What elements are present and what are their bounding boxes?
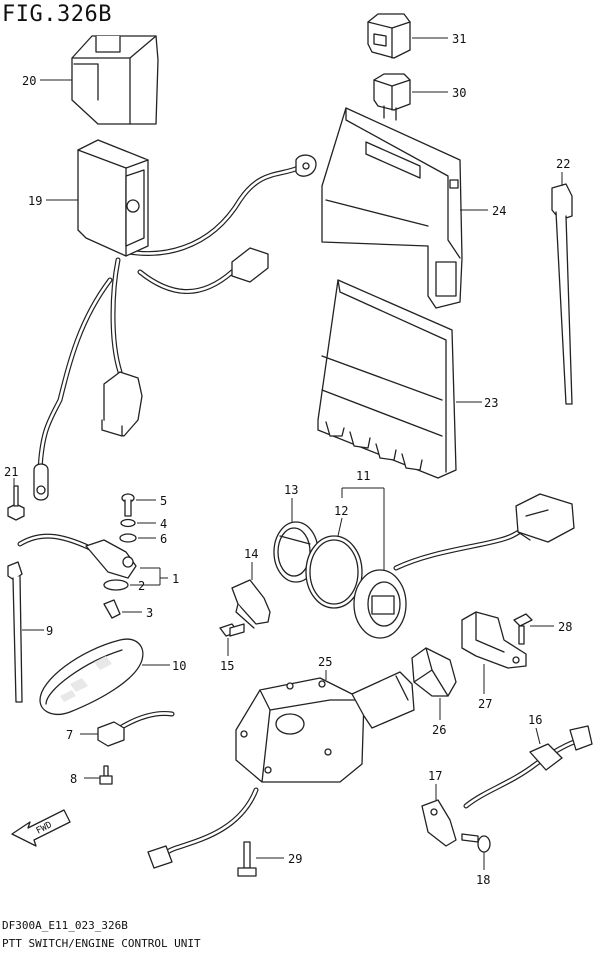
part-24-relay-box xyxy=(321,107,463,309)
part-5-screw xyxy=(121,493,135,517)
callout-17: 17 xyxy=(428,769,442,783)
part-6-washer xyxy=(119,533,137,543)
part-1-ptt-switch xyxy=(17,533,137,591)
callout-3: 3 xyxy=(146,606,153,620)
part-27-bracket xyxy=(461,611,527,669)
callout-8: 8 xyxy=(70,772,77,786)
part-16-harness xyxy=(463,725,593,809)
callout-4: 4 xyxy=(160,517,167,531)
callout-29: 29 xyxy=(288,852,302,866)
part-7-sensor xyxy=(97,711,175,747)
callout-22: 22 xyxy=(556,157,570,171)
callout-9: 9 xyxy=(46,624,53,638)
part-10-holder xyxy=(39,638,144,715)
part-3-clip xyxy=(103,599,121,619)
part-19-switch-unit xyxy=(33,139,317,501)
part-29-bolt xyxy=(237,841,257,877)
callout-2: 2 xyxy=(138,579,145,593)
callout-25: 25 xyxy=(318,655,332,669)
part-18-screw xyxy=(461,833,491,853)
fwd-arrow-icon: FWD xyxy=(11,809,71,847)
callout-23: 23 xyxy=(484,396,498,410)
callout-6: 6 xyxy=(160,532,167,546)
part-12-o-ring xyxy=(305,535,363,609)
part-30-relay xyxy=(373,73,411,121)
callout-18: 18 xyxy=(476,873,490,887)
drawing-code: DF300A_E11_023_326B xyxy=(2,919,128,932)
part-4-washer xyxy=(120,518,136,528)
callout-27: 27 xyxy=(478,697,492,711)
part-11-harness xyxy=(353,493,575,639)
callout-5: 5 xyxy=(160,494,167,508)
callout-1: 1 xyxy=(172,572,179,586)
callout-13: 13 xyxy=(284,483,298,497)
callout-20: 20 xyxy=(22,74,36,88)
part-28-bolt xyxy=(513,613,533,645)
callout-15: 15 xyxy=(220,659,234,673)
part-9-cable-tie xyxy=(7,561,23,703)
diagram-caption: PTT SWITCH/ENGINE CONTROL UNIT xyxy=(2,937,201,950)
figure-title: FIG.326B xyxy=(2,2,112,27)
callout-19: 19 xyxy=(28,194,42,208)
callout-14: 14 xyxy=(244,547,258,561)
part-14-bracket xyxy=(231,579,271,629)
part-22-cable-tie xyxy=(551,183,573,405)
callout-26: 26 xyxy=(432,723,446,737)
part-21-screw xyxy=(7,485,25,521)
callout-12: 12 xyxy=(334,504,348,518)
part-8-bolt xyxy=(99,765,113,785)
callout-30: 30 xyxy=(452,86,466,100)
callout-11: 11 xyxy=(356,469,370,483)
callout-21: 21 xyxy=(4,465,18,479)
part-31-relay xyxy=(367,13,411,59)
part-15-screw xyxy=(219,623,245,637)
callout-31: 31 xyxy=(452,32,466,46)
callout-10: 10 xyxy=(172,659,186,673)
callout-28: 28 xyxy=(558,620,572,634)
part-17-clamp xyxy=(421,799,457,847)
part-25-ptt-motor xyxy=(147,671,415,869)
part-20-cover xyxy=(71,35,159,125)
part-23-ecu xyxy=(317,279,457,479)
part-26-bushing xyxy=(411,647,457,697)
callout-16: 16 xyxy=(528,713,542,727)
callout-7: 7 xyxy=(66,728,73,742)
callout-24: 24 xyxy=(492,204,506,218)
